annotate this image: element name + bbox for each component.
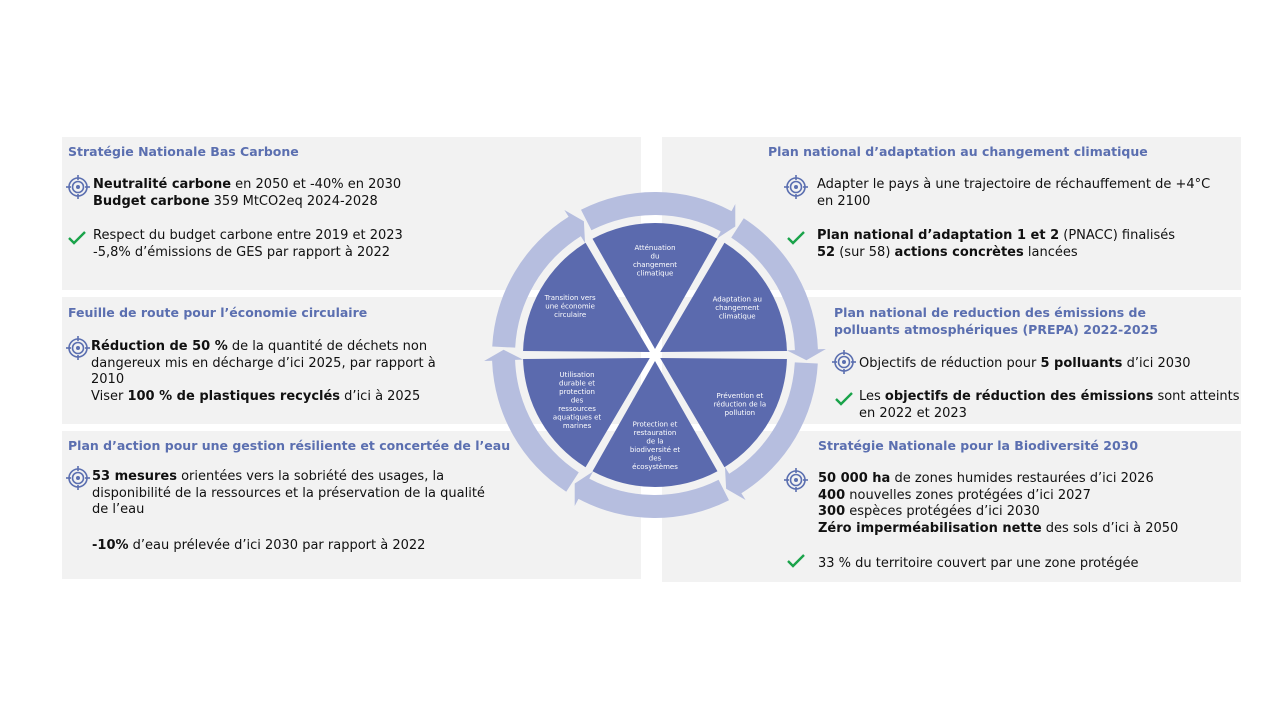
ring-arrow bbox=[484, 349, 579, 492]
ring-arrow bbox=[724, 362, 818, 501]
segment-water bbox=[523, 358, 650, 468]
segment-biodiversity bbox=[592, 361, 718, 487]
water-text-2: -10% d’eau prélevée d’ici 2030 par rappo… bbox=[92, 538, 426, 553]
pnacc-check-text: Plan national d’adaptation 1 et 2 (PNACC… bbox=[817, 228, 1176, 260]
snbc-title: Stratégie Nationale Bas Carbone bbox=[68, 144, 299, 159]
biodiversity-title: Stratégie Nationale pour la Biodiversité… bbox=[818, 438, 1139, 453]
segment-adaptation bbox=[660, 242, 787, 352]
biodiversity-text: 50 000 ha de zones humides restaurées d’… bbox=[818, 471, 1179, 536]
ring-arrow bbox=[574, 471, 730, 518]
target-icon bbox=[784, 175, 808, 199]
circular-economy-title: Feuille de route pour l’économie circula… bbox=[68, 305, 368, 320]
segment-mitigation bbox=[592, 223, 718, 349]
check-icon bbox=[787, 231, 805, 245]
water-text: 53 mesures orientées vers la sobriété de… bbox=[92, 469, 485, 517]
prepa-title: Plan national de reduction des émissions… bbox=[834, 305, 1159, 337]
prepa-target-text: Objectifs de réduction pour 5 polluants … bbox=[859, 356, 1191, 371]
pnacc-title: Plan national d’adaptation au changement… bbox=[768, 144, 1148, 159]
target-icon bbox=[832, 350, 856, 374]
ring-arrow bbox=[580, 192, 736, 239]
ring-arrow bbox=[731, 218, 826, 361]
check-icon bbox=[787, 554, 805, 568]
segment-pollution bbox=[660, 358, 787, 468]
check-icon bbox=[835, 392, 853, 406]
snbc-check-text: Respect du budget carbone entre 2019 et … bbox=[93, 228, 403, 260]
target-icon bbox=[66, 175, 90, 199]
pnacc-target-text: Adapter le pays à une trajectoire de réc… bbox=[817, 177, 1211, 209]
prepa-check-text: Les objectifs de réduction des émissions… bbox=[859, 389, 1240, 421]
circular-economy-text: Réduction de 50 % de la quantité de déch… bbox=[91, 339, 436, 404]
water-title: Plan d’action pour une gestion résilient… bbox=[68, 438, 511, 453]
target-icon bbox=[784, 468, 808, 492]
panel-pnacc bbox=[662, 137, 1241, 290]
target-icon bbox=[66, 466, 90, 490]
snbc-target-text: Neutralité carbone en 2050 et -40% en 20… bbox=[93, 177, 402, 209]
target-icon bbox=[66, 336, 90, 360]
segment-circular bbox=[523, 242, 650, 352]
biodiversity-check-text: 33 % du territoire couvert par une zone … bbox=[818, 556, 1139, 571]
check-icon bbox=[68, 231, 86, 245]
ring-arrow bbox=[492, 209, 586, 348]
